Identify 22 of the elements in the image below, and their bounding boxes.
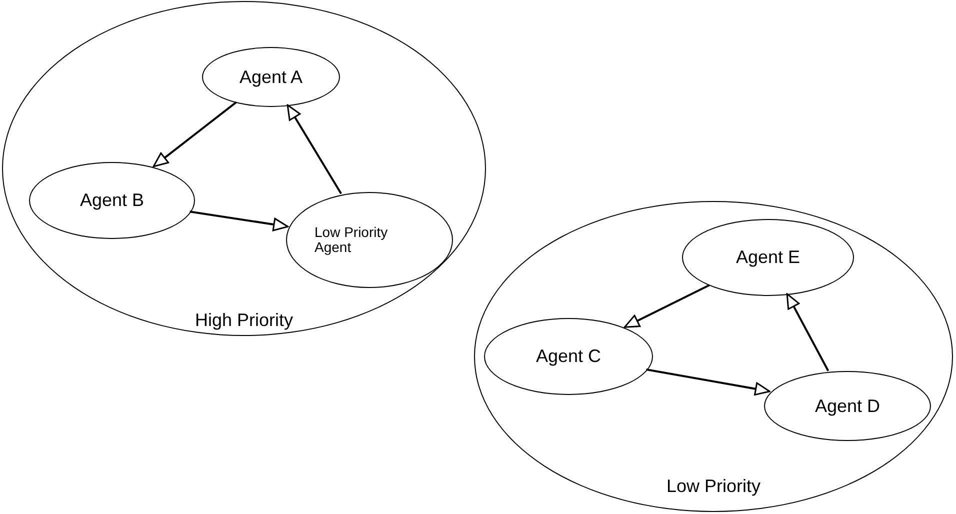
arrow <box>190 210 289 232</box>
group-ellipse <box>2 1 486 336</box>
agent-ellipse <box>764 371 931 441</box>
agent-label: Agent A <box>239 68 303 86</box>
agent-label: Agent D <box>814 396 880 416</box>
arrow <box>286 104 342 194</box>
agent-ellipse <box>202 47 340 107</box>
arrow <box>152 101 237 168</box>
agent-ellipse <box>682 219 854 296</box>
agent-ellipse <box>286 192 453 288</box>
arrow <box>786 293 830 372</box>
group-ellipse <box>474 201 953 512</box>
arrow <box>646 368 770 396</box>
agent-label: Agent E <box>736 248 800 267</box>
agent-label: Low Priority Agent <box>314 225 389 255</box>
agent-label: Agent C <box>536 347 602 366</box>
agent-ellipse <box>29 162 195 239</box>
group-label: High Priority <box>194 310 294 331</box>
agent-label: Agent B <box>80 191 144 210</box>
agent-ellipse <box>484 318 653 395</box>
group-label: Low Priority <box>665 476 762 497</box>
arrow <box>624 284 710 328</box>
